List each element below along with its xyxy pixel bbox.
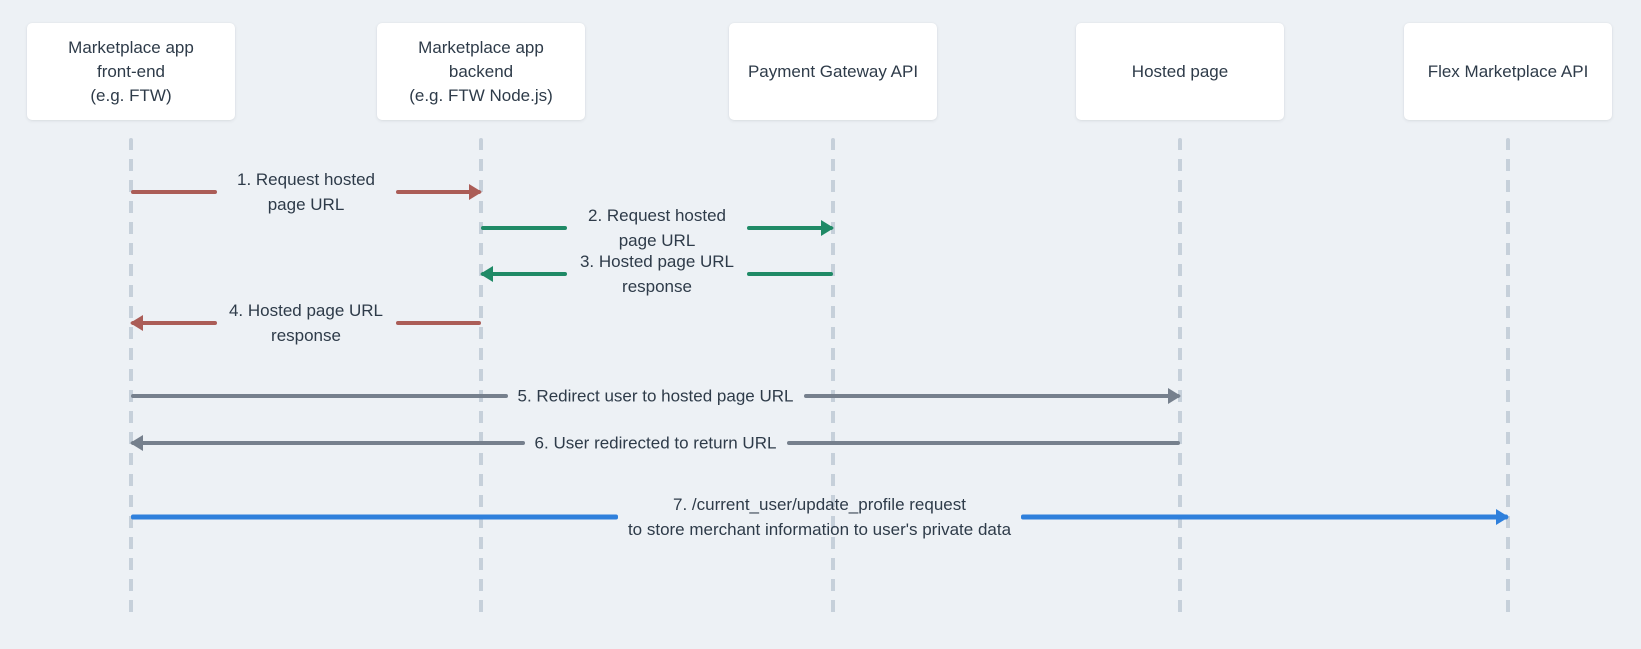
message-line-left: [131, 190, 217, 194]
message-line-right: [395, 190, 481, 194]
message-label-2: 2. Request hosted page URL: [588, 206, 726, 250]
message-line-right: [786, 441, 1180, 445]
message-label-7: 7. /current_user/update_profile request …: [627, 495, 1012, 539]
message-line-right: [747, 226, 833, 230]
actor-label-backend: Marketplace app backend (e.g. FTW Node.j…: [409, 37, 553, 105]
actor-box-frontend: Marketplace app front-end (e.g. FTW): [27, 23, 235, 120]
actor-label-gateway: Payment Gateway API: [747, 61, 919, 81]
message-3: 3. Hosted page URL response: [480, 252, 833, 296]
message-5: 5. Redirect user to hosted page URL: [131, 387, 1181, 406]
actor-label-hosted: Hosted page: [1131, 61, 1229, 81]
arrowhead-icon: [1496, 509, 1509, 525]
lifeline-hosted: [1178, 138, 1182, 618]
arrowhead-icon: [130, 435, 143, 451]
message-label-1: 1. Request hosted page URL: [237, 170, 375, 214]
message-line-right: [747, 272, 833, 276]
message-line-left: [131, 394, 508, 398]
actor-box-backend: Marketplace app backend (e.g. FTW Node.j…: [377, 23, 585, 120]
message-1: 1. Request hosted page URL: [131, 170, 482, 214]
message-label-5: 5. Redirect user to hosted page URL: [517, 386, 794, 406]
actor-label-frontend: Marketplace app front-end (e.g. FTW): [68, 37, 194, 105]
message-7: 7. /current_user/update_profile request …: [131, 495, 1509, 539]
arrowhead-icon: [130, 315, 143, 331]
actor-box-hosted: Hosted page: [1076, 23, 1284, 120]
lifeline-flex: [1506, 138, 1510, 618]
message-6: 6. User redirected to return URL: [130, 434, 1180, 453]
arrowhead-icon: [469, 184, 482, 200]
actor-box-gateway: Payment Gateway API: [729, 23, 937, 120]
message-label-3: 3. Hosted page URL response: [579, 252, 735, 296]
message-line-left: [131, 514, 618, 520]
message-line-left: [131, 441, 525, 445]
actor-box-flex: Flex Marketplace API: [1404, 23, 1612, 120]
arrowhead-icon: [821, 220, 834, 236]
message-line-left: [481, 272, 567, 276]
message-label-6: 6. User redirected to return URL: [534, 433, 777, 453]
message-4: 4. Hosted page URL response: [130, 301, 481, 345]
message-2: 2. Request hosted page URL: [481, 206, 834, 250]
lifeline-backend: [479, 138, 483, 618]
arrowhead-icon: [1168, 388, 1181, 404]
message-line-left: [131, 321, 217, 325]
message-line-left: [481, 226, 567, 230]
lifeline-gateway: [831, 138, 835, 618]
message-line-right: [1021, 514, 1508, 520]
message-label-4: 4. Hosted page URL response: [228, 301, 384, 345]
actor-label-flex: Flex Marketplace API: [1427, 61, 1589, 81]
lifeline-frontend: [129, 138, 133, 618]
arrowhead-icon: [480, 266, 493, 282]
message-line-right: [395, 321, 481, 325]
message-line-right: [803, 394, 1180, 398]
